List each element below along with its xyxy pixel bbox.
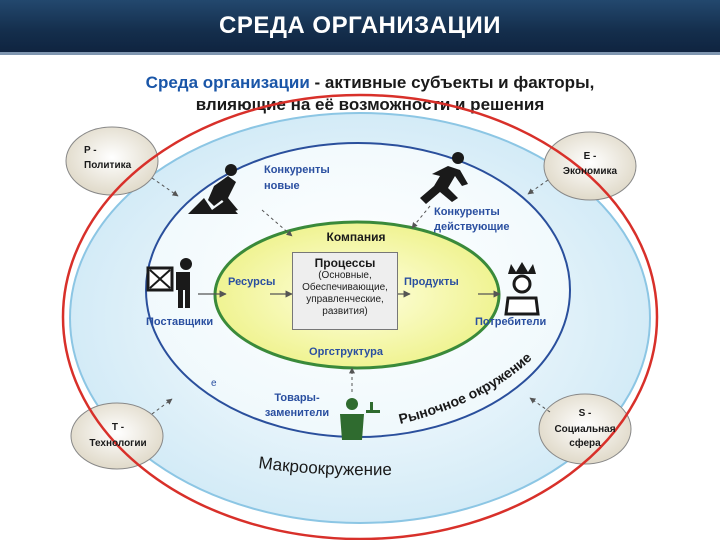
factor-t-bubble [70, 402, 164, 470]
factor-s-name2: сфера [569, 438, 601, 449]
suppliers-label: Поставщики [146, 316, 214, 328]
t-connector [151, 398, 173, 415]
new-competitor-pictogram [188, 164, 238, 214]
e-connector [527, 179, 549, 195]
ring-marker: е [211, 378, 217, 389]
factor-e-name: Экономика [562, 166, 618, 177]
company-title: Компания [326, 230, 386, 244]
factor-s-letter: S - [578, 408, 592, 419]
s-connector [529, 397, 551, 413]
processes-line: развития) [322, 306, 368, 317]
consumers-label: Потребители [475, 316, 547, 328]
subtitle-accent: Среда организации [145, 73, 310, 92]
org-structure-label: Оргструктура [309, 346, 383, 358]
resources-label: Ресурсы [228, 276, 276, 288]
processes-title: Процессы [314, 256, 376, 270]
factor-e-letter: E - [583, 151, 597, 162]
slide-title: СРЕДА ОРГАНИЗАЦИИ [218, 12, 502, 39]
slide-subtitle: Среда организации - активные субъекты и … [60, 72, 680, 116]
substitutes-label: Товары- [274, 392, 320, 404]
factor-t-letter: T - [111, 422, 125, 433]
products-label: Продукты [404, 276, 459, 288]
factor-t-name: Технологии [89, 438, 147, 449]
factor-e-bubble [543, 131, 637, 201]
processes-line: Обеспечивающие, [302, 282, 388, 293]
outer-boundary [61, 93, 659, 540]
subtitle-rest: - активные субъекты и факторы, [309, 73, 595, 92]
current-competitors-label-2: действующие [434, 221, 510, 233]
p-connector [151, 177, 179, 197]
subtitle-line2: влияющие на её возможности и решения [195, 95, 545, 114]
current-competitors-label: Конкуренты [434, 206, 500, 218]
processes-line: управленческие, [306, 294, 384, 305]
factor-s-bubble [538, 393, 632, 465]
processes-box: Процессы (Основные, Обеспечивающие, упра… [292, 252, 398, 330]
factor-p-name: Политика [84, 160, 132, 171]
slide-header: СРЕДА ОРГАНИЗАЦИИ [0, 0, 720, 55]
current-competitor-pictogram [420, 152, 468, 204]
factor-s-name: Социальная [554, 424, 616, 435]
processes-line: (Основные, [318, 270, 372, 281]
substitutes-label-2: заменители [264, 407, 330, 419]
consumer-pictogram [504, 262, 540, 316]
factor-p-letter: P - [84, 145, 97, 156]
new-competitors-arrow [261, 209, 293, 237]
new-competitors-label: Конкуренты [264, 164, 330, 176]
new-competitors-label-2: новые [264, 180, 300, 192]
current-competitors-arrow [411, 205, 431, 229]
supplier-pictogram [146, 258, 192, 308]
substitute-pictogram [340, 398, 380, 440]
